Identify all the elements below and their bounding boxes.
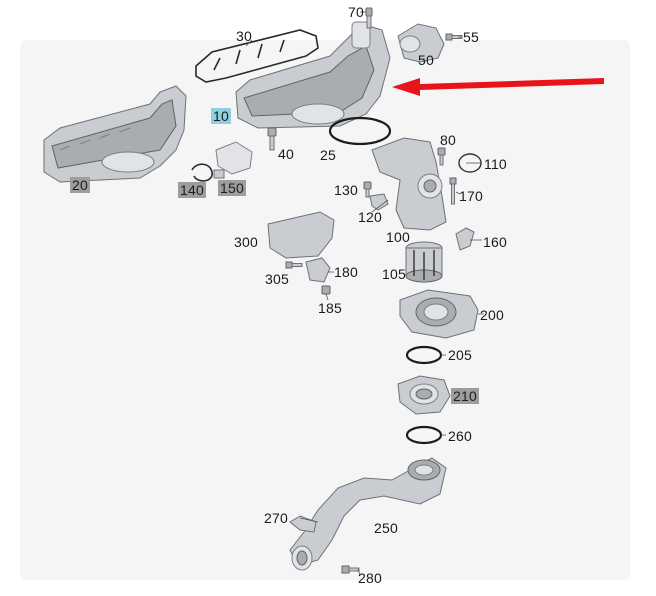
label-100: 100	[386, 229, 410, 245]
label-170: 170	[459, 188, 483, 204]
label-150: 150	[218, 180, 246, 196]
part-140-hose-clip	[191, 163, 213, 182]
part-150-connector	[213, 141, 253, 179]
part-210-flange	[397, 375, 451, 415]
part-170-bolt	[449, 177, 457, 205]
part-305-bolt	[285, 261, 303, 269]
leader-lines	[245, 11, 484, 576]
part-105-cage-insert	[405, 241, 443, 283]
label-160: 160	[483, 234, 507, 250]
part-30-gasket	[195, 29, 319, 83]
label-180: 180	[334, 264, 358, 280]
label-250: 250	[374, 520, 398, 536]
label-80: 80	[440, 132, 456, 148]
part-120-sensor	[369, 193, 389, 211]
label-20: 20	[70, 177, 90, 193]
part-200-throttle-body	[399, 289, 479, 339]
part-70-bolt	[365, 7, 373, 29]
part-180-bracket	[305, 257, 331, 283]
part-160-bracket	[455, 227, 475, 251]
label-50: 50	[418, 52, 434, 68]
label-260: 260	[448, 428, 472, 444]
label-140: 140	[178, 182, 206, 198]
part-25-o-ring	[328, 116, 392, 146]
label-305: 305	[265, 271, 289, 287]
label-70: 70	[348, 4, 364, 20]
label-110: 110	[484, 156, 507, 172]
label-40: 40	[278, 146, 294, 162]
label-280: 280	[358, 570, 382, 586]
part-185-nut	[321, 285, 331, 295]
label-300: 300	[234, 234, 258, 250]
part-250-intake-pipe	[289, 457, 447, 571]
label-10: 10	[211, 108, 231, 124]
part-130-bolt	[363, 181, 372, 198]
label-270: 270	[264, 510, 288, 526]
background-shade	[20, 40, 630, 580]
part-50-elbow-housing	[397, 23, 445, 63]
label-55: 55	[463, 29, 479, 45]
part-20-intake-manifold-left	[43, 85, 187, 183]
red-pointer-arrow	[392, 78, 604, 96]
part-30-gasket-ribs	[213, 39, 285, 71]
label-25: 25	[320, 147, 336, 163]
part-80-bolt	[437, 147, 446, 166]
label-30: 30	[236, 28, 252, 44]
part-10-intake-manifold-right	[235, 21, 391, 129]
label-130: 130	[334, 182, 358, 198]
label-200: 200	[480, 307, 504, 323]
label-210: 210	[451, 388, 479, 404]
part-280-bolt	[341, 565, 360, 574]
label-120: 120	[358, 209, 382, 225]
part-300-heat-shield	[267, 211, 335, 259]
label-185: 185	[318, 300, 342, 316]
label-205: 205	[448, 347, 472, 363]
part-40-bolt	[267, 127, 277, 151]
label-105: 105	[382, 266, 406, 282]
part-100-adapter-pipe	[371, 137, 447, 231]
